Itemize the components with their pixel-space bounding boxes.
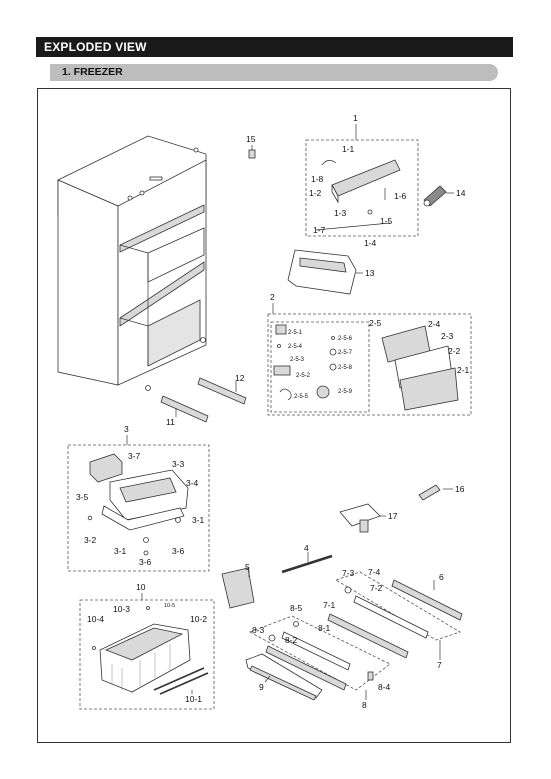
label-9: 9: [259, 682, 264, 692]
label-3-4: 3-4: [186, 478, 199, 488]
label-2-5-7: 2-5-7: [338, 350, 353, 356]
label-3: 3: [124, 424, 129, 434]
group-8-rail: 8-5 8-1 8-3 8-2 8-4 8: [249, 603, 391, 710]
group-1-assembly: 1 1-1 1-8 1-2 1-6 1-3 1-5 1-7 1-4: [305, 113, 419, 248]
label-7-1: 7-1: [323, 600, 336, 610]
section-title: 1. FREEZER: [62, 66, 123, 78]
label-11: 11: [166, 417, 175, 427]
label-14: 14: [456, 188, 466, 198]
label-3-1a: 3-1: [192, 515, 205, 525]
label-8-3: 8-3: [252, 625, 265, 635]
label-2-5-3: 2-5-3: [290, 357, 305, 363]
label-3-3: 3-3: [172, 459, 185, 469]
label-2-3: 2-3: [441, 331, 454, 341]
label-13: 13: [365, 268, 375, 278]
label-7-4: 7-4: [368, 567, 381, 577]
label-7-3: 7-3: [342, 568, 355, 578]
label-3-1b: 3-1: [114, 546, 127, 556]
label-3-2: 3-2: [84, 535, 97, 545]
part-5-cover: 5: [221, 562, 255, 609]
label-1-7: 1-7: [313, 225, 326, 235]
label-10: 10: [136, 582, 146, 592]
label-8-5: 8-5: [290, 603, 303, 613]
label-1-4: 1-4: [364, 238, 377, 248]
part-15-screw: 15: [246, 134, 256, 159]
label-10-1: 10-1: [185, 694, 202, 704]
label-2-5: 2-5: [369, 318, 382, 328]
label-1-6: 1-6: [394, 191, 407, 201]
label-2-5-9: 2-5-9: [338, 389, 353, 395]
label-3-7: 3-7: [128, 451, 141, 461]
label-3-6a: 3-6: [172, 546, 185, 556]
label-17: 17: [388, 511, 398, 521]
label-10-4: 10-4: [87, 614, 104, 624]
label-3-5: 3-5: [76, 492, 89, 502]
label-1-5: 1-5: [380, 216, 393, 226]
label-8: 8: [362, 700, 367, 710]
part-13-duct: 13: [287, 249, 375, 295]
label-8-2: 8-2: [285, 635, 298, 645]
label-10-3: 10-3: [113, 604, 130, 614]
label-2-5-6: 2-5-6: [338, 336, 353, 342]
label-2-1: 2-1: [457, 365, 470, 375]
label-1: 1: [353, 113, 358, 123]
freezer-section-tab: 1. FREEZER: [50, 64, 498, 81]
group-2-assembly: 2 2-5 2-5-1 2-5-4 2-5-3 2-5-2 2-5-5 2-5-…: [267, 292, 472, 416]
group-10-basket: 10 10-3 10-5 10-4 10-2 10-1: [79, 582, 215, 710]
part-9-rail: 9: [245, 653, 323, 701]
part-4-rod: 4: [281, 543, 333, 574]
exploded-view-header: EXPLODED VIEW: [36, 37, 513, 57]
label-15: 15: [246, 134, 256, 144]
label-7-2: 7-2: [370, 583, 383, 593]
label-2-5-2: 2-5-2: [296, 373, 311, 379]
label-10-5: 10-5: [164, 603, 175, 609]
label-2-2: 2-2: [448, 346, 461, 356]
label-8-4: 8-4: [378, 682, 391, 692]
label-1-2: 1-2: [309, 188, 322, 198]
label-2-5-1: 2-5-1: [288, 330, 303, 336]
refrigerator-cabinet: [57, 135, 207, 391]
label-5: 5: [245, 562, 250, 572]
label-1-8: 1-8: [311, 174, 324, 184]
label-2-5-4: 2-5-4: [288, 344, 303, 350]
label-16: 16: [455, 484, 465, 494]
label-8-1: 8-1: [318, 623, 331, 633]
group-7-rail: 6 7-3 7-4 7-2 7-1 7: [323, 567, 463, 670]
part-16-bracket: 16: [418, 484, 465, 501]
label-2-5-5: 2-5-5: [294, 394, 309, 400]
header-title: EXPLODED VIEW: [44, 40, 147, 54]
group-3-drawer: 3 3-7 3-3 3-4 3-5 3-1 3-2 3-1 3-6 3-6: [67, 424, 210, 572]
parts-11-12-rails: 12 11: [160, 373, 247, 427]
label-10-2: 10-2: [190, 614, 207, 624]
label-4: 4: [304, 543, 309, 553]
label-12: 12: [235, 373, 245, 383]
label-2: 2: [270, 292, 275, 302]
label-1-1: 1-1: [342, 144, 355, 154]
label-1-3: 1-3: [334, 208, 347, 218]
label-7: 7: [437, 660, 442, 670]
part-14-sensor: 14: [423, 185, 466, 207]
label-2-5-8: 2-5-8: [338, 365, 353, 371]
part-17-assembly: 17: [339, 503, 398, 533]
label-2-4: 2-4: [428, 319, 441, 329]
diagram-frame: [37, 88, 511, 743]
label-6: 6: [439, 572, 444, 582]
label-3-6b: 3-6: [139, 557, 152, 567]
